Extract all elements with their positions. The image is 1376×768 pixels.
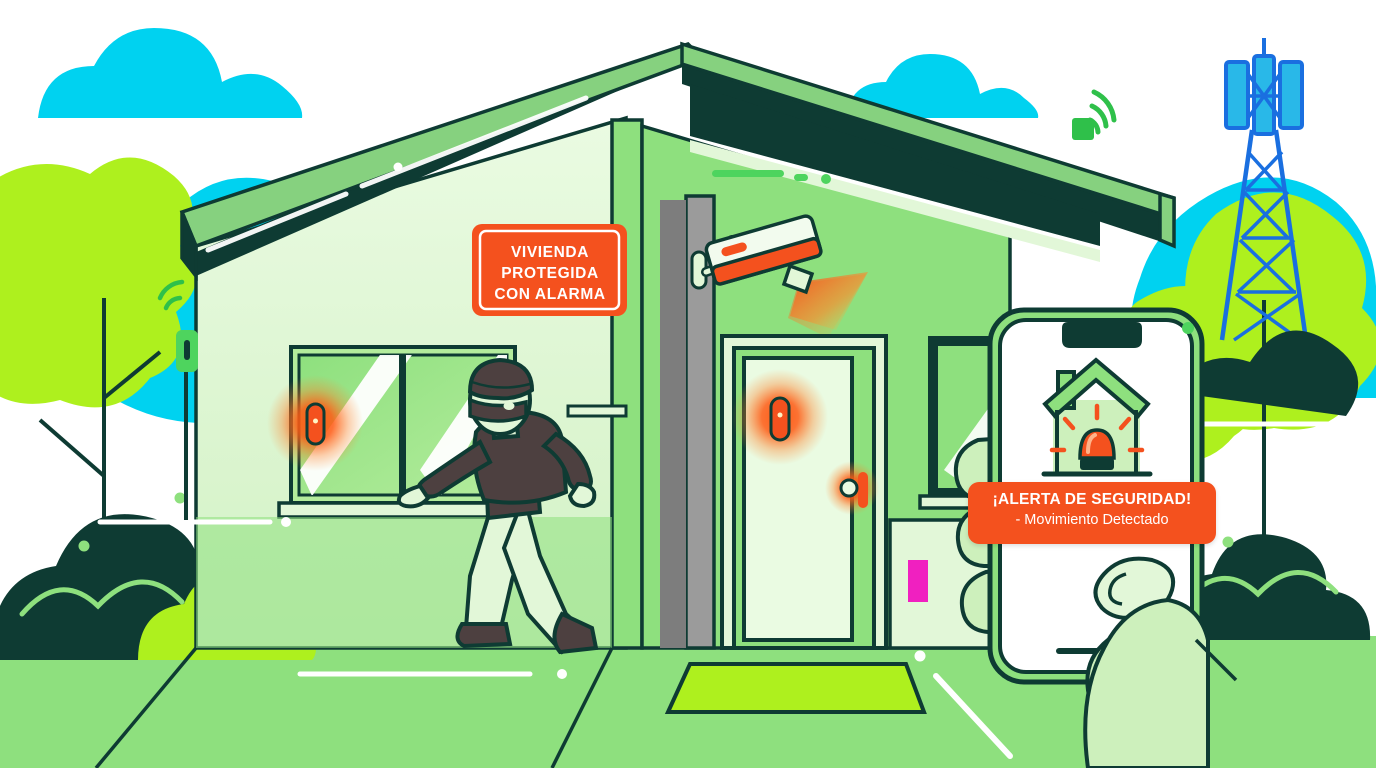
cell-tower-icon	[1219, 38, 1309, 342]
roof-soffit	[690, 84, 1100, 246]
door-sensor-glow	[732, 369, 828, 465]
door-handle-glow	[825, 461, 879, 515]
roof	[179, 41, 706, 282]
alarm-sign	[472, 224, 627, 316]
cloud-left	[38, 28, 303, 118]
house-corner-band	[610, 118, 644, 650]
ground-line-mid	[550, 647, 614, 768]
roof-right	[680, 41, 1176, 249]
pole-wifi-sensor-icon	[157, 279, 198, 520]
ground-line-left	[94, 646, 198, 768]
magenta-marker	[908, 560, 928, 602]
phone-notch	[1056, 322, 1142, 348]
security-camera-icon	[690, 214, 823, 295]
bush-dark-topright	[1172, 330, 1359, 416]
ground-accents	[297, 650, 1013, 759]
window-sensor-glow	[267, 375, 363, 471]
house-alarm-siren-icon	[1041, 357, 1153, 477]
wall-ledge	[566, 404, 628, 418]
soffit-strip	[690, 140, 1100, 262]
roof-wifi-sensor-icon	[1072, 89, 1117, 140]
hand-holding-phone	[1083, 556, 1238, 768]
doormat	[664, 662, 927, 714]
burglar-figure	[396, 357, 599, 655]
house-shadow-column	[660, 200, 686, 648]
soffit-decor	[712, 170, 831, 184]
bush-cluster-right	[1159, 534, 1371, 640]
cloud-right	[846, 54, 1039, 118]
